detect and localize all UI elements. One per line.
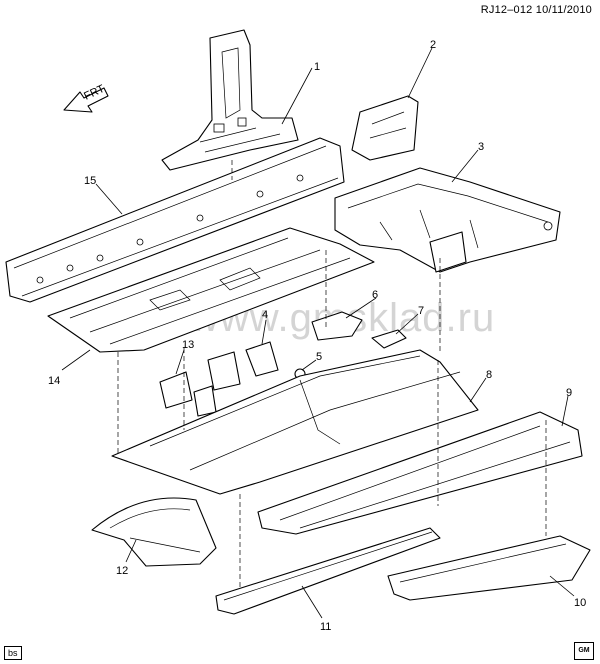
alignment-lines: [117, 160, 547, 590]
callout-8: 8: [486, 369, 492, 381]
part-1-center-pillar: [161, 29, 299, 171]
callout-2: 2: [430, 39, 436, 51]
part-3-rear-crossmember: [334, 167, 561, 273]
callout-1: 1: [314, 61, 320, 73]
leader-lines: [61, 47, 575, 619]
front-arrow-icon: FRT: [63, 83, 109, 113]
part-13-bracket: [159, 371, 217, 417]
callout-7: 7: [418, 305, 424, 317]
part-8-main-floor-pan: [111, 349, 479, 495]
part-11-sill: [215, 527, 441, 615]
callout-6: 6: [372, 289, 378, 301]
part-15-rocker-rail: [5, 137, 345, 303]
gm-logo: GM: [574, 642, 594, 660]
callout-3: 3: [478, 141, 484, 153]
callout-11: 11: [320, 621, 331, 633]
callout-4: 4: [262, 309, 268, 321]
part-6-bracket: [311, 311, 363, 341]
callout-14: 14: [48, 375, 60, 387]
callout-15: 15: [84, 175, 96, 187]
callout-labels: 1 2 3 4 5 6 7 8 9 10 11 12 13 14 15: [48, 39, 586, 633]
part-9-rear-floor-panel: [257, 411, 583, 535]
part-7-clip: [371, 329, 407, 349]
part-12-wheelhouse: [91, 497, 217, 567]
callout-10: 10: [574, 597, 586, 609]
callout-13: 13: [182, 339, 194, 351]
callout-9: 9: [566, 387, 572, 399]
diagram-reference: RJ12–012 10/11/2010: [480, 4, 592, 16]
part-10-rear-rail: [387, 535, 591, 601]
callout-5: 5: [316, 351, 322, 363]
part-14-front-floor-panel: [47, 227, 375, 353]
source-badge: bs: [4, 646, 22, 660]
callout-12: 12: [116, 565, 128, 577]
part-2-bracket: [351, 95, 419, 161]
part-4-bracket: [207, 341, 279, 391]
